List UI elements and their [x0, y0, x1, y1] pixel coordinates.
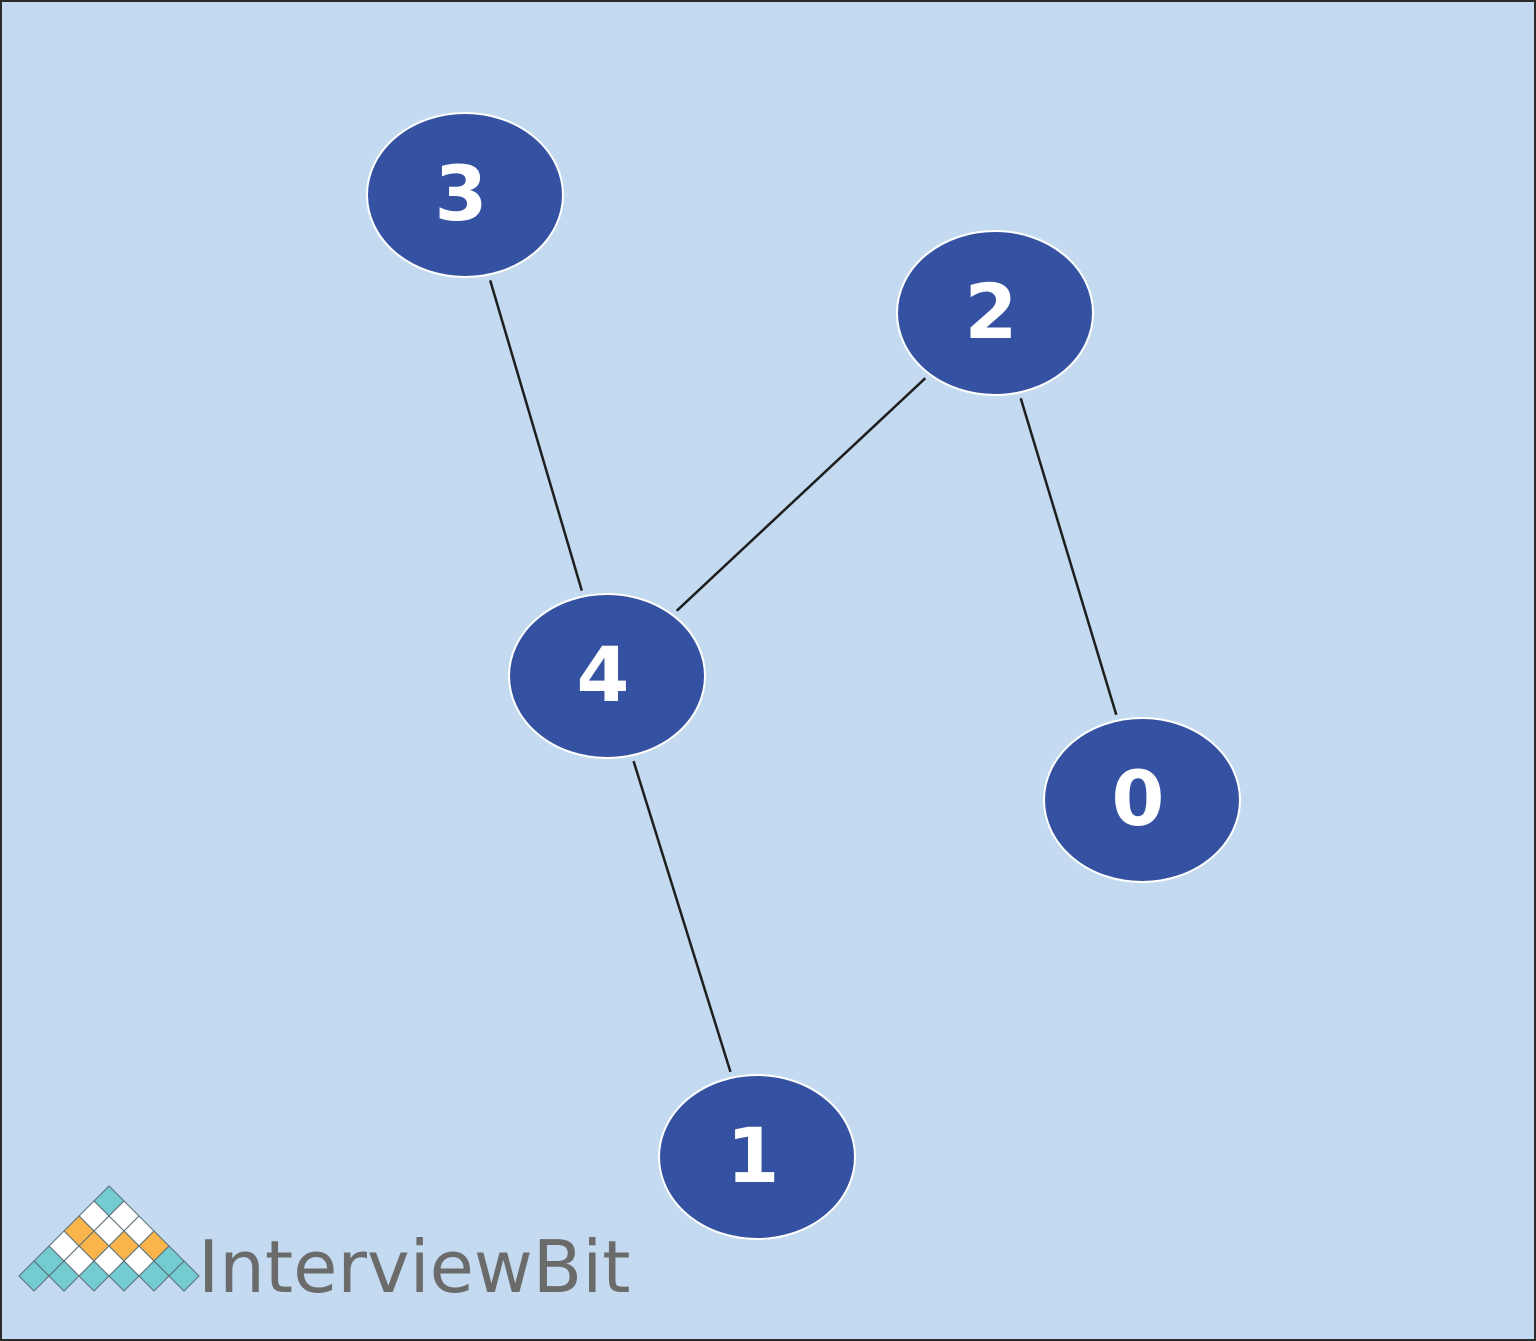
edge-2-4 — [675, 377, 927, 612]
logo-diamond — [108, 1260, 140, 1292]
logo-diamond — [18, 1260, 50, 1292]
node-label: 3 — [435, 149, 488, 238]
node-label: 1 — [727, 1111, 780, 1200]
logo-diamond — [78, 1260, 110, 1292]
node-0: 0 — [1043, 717, 1241, 883]
node-circle — [896, 230, 1094, 396]
node-circle — [366, 112, 564, 278]
node-circle — [1043, 717, 1241, 883]
edge-3-4 — [489, 280, 583, 591]
brand-logo: InterviewBit — [18, 1185, 630, 1309]
node-2: 2 — [896, 230, 1094, 396]
logo-diamond — [138, 1260, 170, 1292]
node-circle — [508, 593, 706, 759]
edge-2-0 — [1019, 397, 1118, 716]
node-3: 3 — [366, 112, 564, 278]
brand-name: InterviewBit — [198, 1225, 630, 1309]
logo-diamond — [168, 1260, 200, 1292]
node-circle — [658, 1074, 856, 1240]
node-label: 0 — [1112, 754, 1165, 843]
node-label: 2 — [965, 267, 1018, 356]
interviewbit-diamond-logo-icon — [18, 1185, 200, 1292]
logo-diamond — [48, 1260, 80, 1292]
node-label: 4 — [577, 630, 630, 719]
edge-4-1 — [632, 760, 732, 1073]
node-1: 1 — [658, 1074, 856, 1240]
graph-edges — [489, 280, 1118, 1073]
node-4: 4 — [508, 593, 706, 759]
graph-nodes: 3 2 4 0 1 — [366, 112, 1241, 1240]
